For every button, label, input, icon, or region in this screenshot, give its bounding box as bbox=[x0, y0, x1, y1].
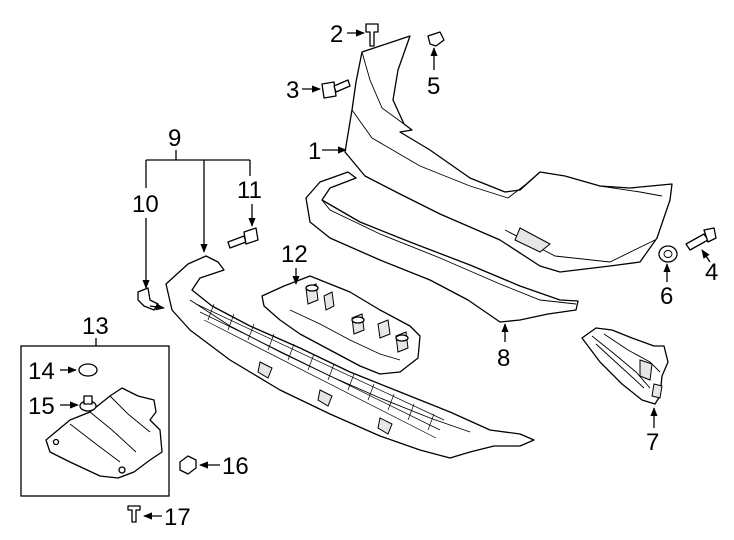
nut-14 bbox=[78, 363, 98, 377]
callout-5: 5 bbox=[427, 73, 440, 100]
callout-2: 2 bbox=[330, 21, 343, 48]
pin-15 bbox=[79, 395, 97, 412]
nut-6 bbox=[658, 245, 678, 263]
callout-11: 11 bbox=[237, 177, 262, 204]
bolt-3 bbox=[321, 79, 351, 99]
callout-12: 12 bbox=[281, 241, 308, 268]
screw-17 bbox=[127, 505, 141, 523]
kit-box bbox=[20, 345, 170, 497]
callout-1: 1 bbox=[308, 138, 321, 165]
callout-4: 4 bbox=[705, 259, 718, 286]
clip-5 bbox=[427, 31, 445, 47]
callout-9: 9 bbox=[168, 125, 181, 152]
callout-14: 14 bbox=[28, 358, 55, 385]
callout-6: 6 bbox=[660, 283, 673, 310]
lower-trim-molding bbox=[305, 171, 579, 323]
bolt-4 bbox=[685, 227, 717, 251]
callout-3: 3 bbox=[286, 77, 299, 104]
screw-2 bbox=[365, 23, 379, 47]
callout-8: 8 bbox=[497, 345, 510, 372]
bumper-cover bbox=[344, 35, 673, 273]
reflector-bezel bbox=[581, 327, 669, 405]
bracket bbox=[261, 275, 421, 375]
callout-7: 7 bbox=[646, 429, 659, 456]
heat-shield bbox=[45, 387, 163, 479]
leader-lines bbox=[60, 29, 711, 520]
nut-16 bbox=[179, 455, 197, 475]
bolt-11 bbox=[227, 227, 259, 249]
lower-valance bbox=[165, 255, 535, 459]
callout-16: 16 bbox=[222, 453, 249, 480]
callout-15: 15 bbox=[28, 393, 55, 420]
callout-17: 17 bbox=[164, 504, 191, 531]
callout-10: 10 bbox=[132, 191, 159, 218]
callout-13: 13 bbox=[82, 313, 109, 340]
